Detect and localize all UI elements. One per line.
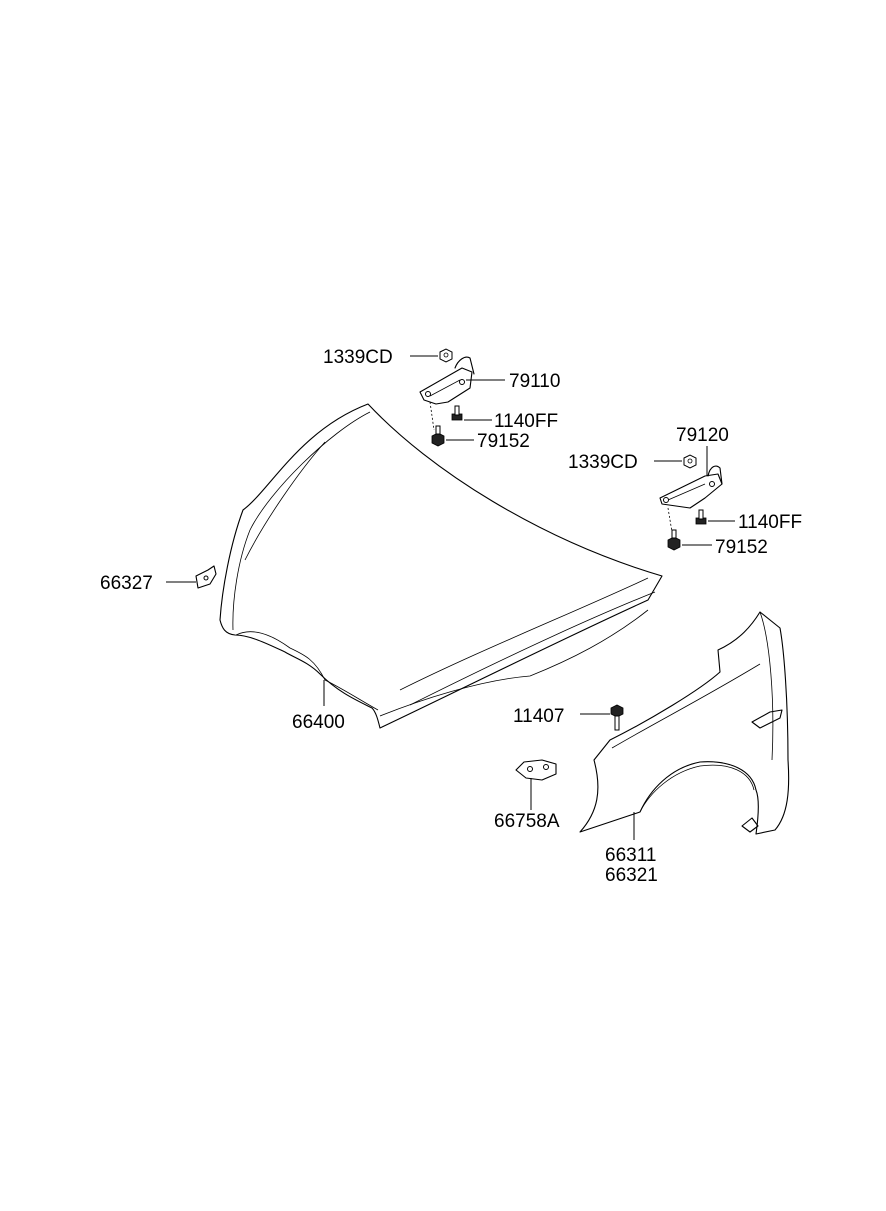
- hood-panel: [219, 403, 663, 729]
- label-1339cd-right: 1339CD: [568, 452, 638, 473]
- label-79120: 79120: [676, 425, 729, 446]
- hex-nut-left-icon: [439, 348, 453, 363]
- label-66758a: 66758A: [494, 811, 560, 832]
- label-79152-left: 79152: [477, 431, 530, 452]
- bolt-left-icon: [431, 425, 445, 447]
- label-79110: 79110: [509, 371, 560, 392]
- screw-left-icon: [451, 405, 463, 421]
- label-66321: 66321: [605, 865, 658, 886]
- hood-bracket-icon: [195, 565, 217, 589]
- front-fender-panel: [579, 611, 790, 835]
- fender-bolt-icon: [610, 704, 624, 731]
- label-66327: 66327: [100, 573, 153, 594]
- hood-hinge-left: [419, 356, 475, 431]
- hood-hinge-right: [659, 465, 723, 533]
- hex-nut-right-icon: [683, 454, 697, 469]
- fender-bracket-icon: [515, 759, 557, 781]
- label-1339cd-left: 1339CD: [323, 347, 393, 368]
- label-79152-right: 79152: [715, 537, 768, 558]
- label-11407: 11407: [513, 706, 564, 727]
- bolt-right-icon: [667, 529, 681, 551]
- label-66400: 66400: [292, 712, 345, 733]
- leader-lines: [166, 355, 735, 840]
- label-1140ff-left: 1140FF: [494, 411, 558, 432]
- label-66311: 66311: [605, 845, 656, 866]
- label-1140ff-right: 1140FF: [738, 512, 802, 533]
- screw-right-icon: [695, 509, 707, 525]
